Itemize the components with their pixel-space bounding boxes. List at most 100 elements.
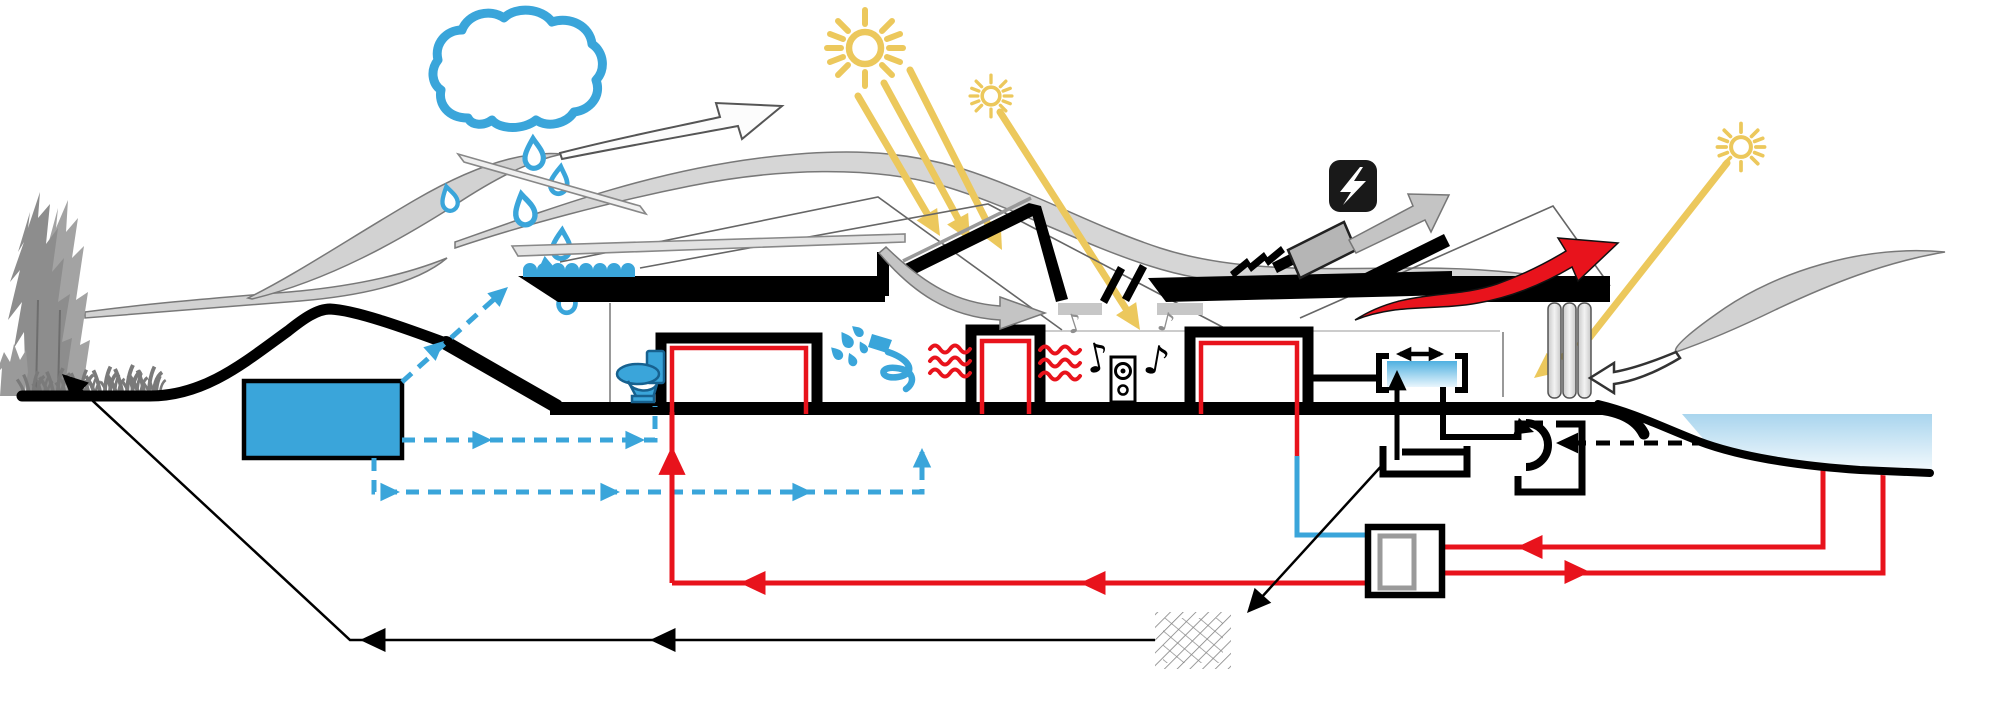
clerestory-glass-strip — [1157, 303, 1203, 315]
pond — [1594, 400, 1934, 480]
arrowhead — [472, 430, 492, 450]
berm-wall — [439, 336, 563, 413]
room-wall-black — [1184, 326, 1314, 414]
sun-icon-large — [827, 10, 903, 86]
return-pipe-cold — [1294, 456, 1368, 538]
spray-drop — [837, 328, 857, 351]
louver-slat — [1100, 266, 1125, 304]
fresh-air-inlet-arrow — [1587, 350, 1682, 396]
spray-drop — [856, 339, 870, 355]
spray-drop — [845, 351, 859, 368]
pond-ground-line — [1594, 400, 1934, 477]
pond-water — [1682, 414, 1932, 480]
airflow-arrows — [877, 193, 1682, 396]
speaker-icon — [1109, 355, 1137, 404]
arrowhead — [1396, 346, 1412, 362]
sky — [428, 5, 1765, 388]
spray-drop — [849, 322, 866, 339]
rainwater-pipe-to-roof — [400, 290, 504, 384]
rainwater-supply-toilet — [402, 406, 658, 443]
lightning-bolt-icon — [1340, 167, 1366, 205]
wind-ribbons — [84, 101, 1946, 353]
roof-slab-left — [518, 276, 885, 302]
clerestory-panel-edge — [902, 196, 1032, 263]
hx-basin — [1379, 446, 1471, 478]
room-walls — [655, 324, 1314, 456]
music-note-icon: ♪ — [1080, 333, 1115, 383]
ground-store-hatch — [1155, 612, 1231, 669]
thermal-tube — [1547, 302, 1562, 399]
thin-roof-plane — [510, 233, 906, 257]
interior-fixtures: ♪ ♪ ♪ ♪ — [615, 306, 1178, 404]
thermal-tube — [1562, 302, 1577, 399]
electricity-icon — [1329, 160, 1377, 212]
solar-beam — [1586, 159, 1731, 341]
wind-ribbon-left-flat — [84, 257, 448, 319]
roof-tilt-bar-right — [1357, 234, 1450, 289]
arrowhead — [1428, 346, 1444, 362]
clerestory-descent — [1029, 203, 1068, 302]
pond-loop-supply — [1452, 462, 1886, 576]
thermal-envelope-line — [669, 345, 809, 414]
solar-beam — [854, 92, 936, 226]
landscape — [0, 192, 563, 413]
hx-intake-box — [1514, 420, 1586, 496]
arrowhead — [600, 482, 620, 502]
clerestory-panel — [901, 203, 1035, 278]
wind-ribbon-intake — [1674, 249, 1946, 353]
hx-bracket-right — [1455, 353, 1468, 393]
solar-beam — [880, 79, 966, 230]
thermal-tube — [1577, 302, 1592, 399]
green-roof-water — [523, 263, 635, 277]
music-note-icon: ♪ — [1140, 336, 1173, 386]
arrowhead — [625, 430, 645, 450]
shower-icon — [827, 322, 916, 393]
louver-slat — [1230, 258, 1251, 278]
arrowhead — [380, 482, 400, 502]
exhaust-arrow-upright — [1347, 193, 1451, 254]
thermal-envelope-line — [979, 338, 1032, 414]
sun-icon-small — [968, 73, 1014, 119]
arrowhead — [1556, 432, 1579, 454]
thermal-envelope-line — [1198, 340, 1300, 456]
rainwater-tank — [241, 378, 405, 461]
pond-loop-return — [1452, 462, 1826, 550]
solar-beam — [996, 108, 1132, 316]
water-tube-wall — [1547, 302, 1592, 399]
heat-exchanger-unit — [1312, 346, 1790, 496]
solar-beam — [906, 66, 998, 240]
louver-slat — [1247, 252, 1268, 272]
roof-louvers-open — [1100, 246, 1285, 304]
rain-drop-icon — [525, 139, 543, 169]
rainwater-supply-shower — [371, 452, 925, 495]
arrowhead — [740, 571, 766, 595]
greywater-ground-system — [53, 365, 1386, 669]
building — [455, 152, 1650, 456]
radiator-heat-icon — [928, 343, 1082, 382]
arrowhead — [658, 446, 686, 475]
arrowhead — [1080, 571, 1106, 595]
tree-icon — [8, 192, 72, 395]
hot-air-exhaust-arrow — [1354, 237, 1620, 321]
arrowhead — [912, 448, 932, 468]
arrowhead — [792, 482, 812, 502]
music-note-icon: ♪ — [1154, 306, 1177, 339]
arrowhead — [1564, 560, 1590, 584]
interior-airflow-arrow — [877, 245, 1048, 331]
to-ground-line — [1249, 461, 1386, 611]
arrowhead — [650, 628, 676, 652]
cloud-icon — [428, 5, 607, 132]
louver-slat — [1122, 264, 1147, 302]
hx-bracket-left — [1376, 353, 1389, 393]
arrowhead — [1517, 535, 1543, 559]
ground-line — [16, 303, 454, 402]
louver-slat — [1264, 246, 1285, 266]
heat-pump-unit — [1364, 523, 1446, 599]
spray-drop — [827, 343, 846, 363]
toilet-icon — [615, 349, 666, 404]
rainwater-system — [241, 280, 932, 502]
greywater-line — [65, 375, 1155, 642]
hx-down-pipe — [1440, 387, 1516, 440]
clerestory-support — [877, 252, 889, 296]
